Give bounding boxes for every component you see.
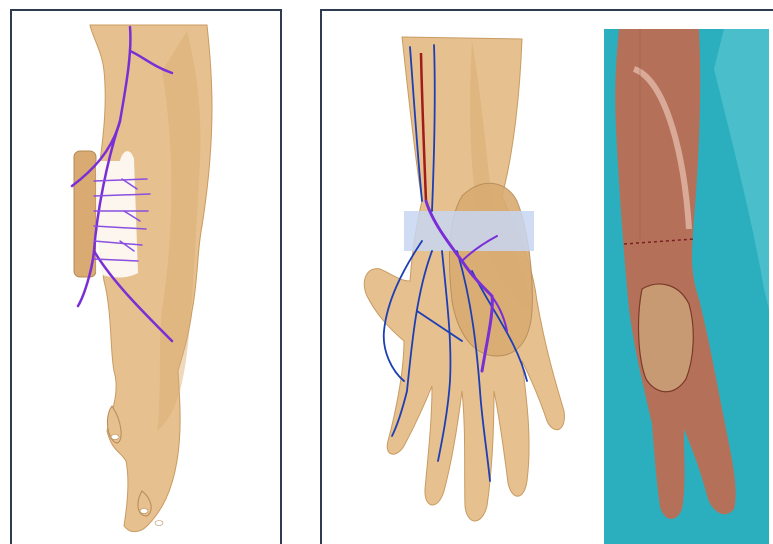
- hand-flap-illustration: [322, 11, 612, 544]
- forearm-flap-illustration: [12, 11, 282, 544]
- clinical-photo: [604, 29, 769, 544]
- photo-flap: [639, 284, 694, 392]
- fingernail: [155, 521, 163, 526]
- wrist-band: [404, 211, 534, 251]
- clinical-photo-drawing: [604, 29, 769, 544]
- fingernail: [111, 435, 119, 440]
- donor-site: [96, 151, 138, 277]
- panel-flap-harvest: [10, 9, 282, 544]
- fingernail: [140, 509, 148, 514]
- panel-flap-inset: [320, 9, 773, 544]
